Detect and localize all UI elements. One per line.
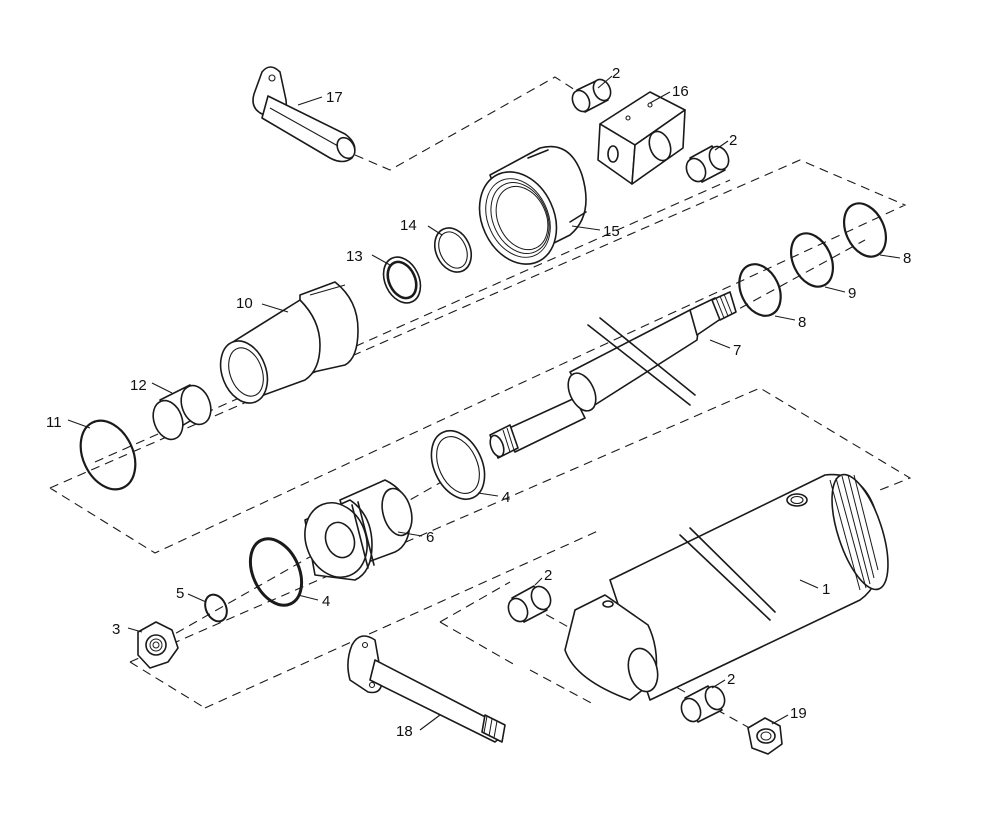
label-part-17: 17 [326, 89, 343, 106]
part-10-gland [219, 281, 359, 404]
part-4-ring-upper [430, 430, 486, 500]
axis-line-upper [94, 179, 731, 463]
part-8-ring-middle [738, 263, 782, 317]
label-part-1: 1 [822, 581, 830, 598]
label-part-13: 13 [346, 248, 363, 265]
label-part-6: 6 [426, 529, 434, 546]
part-17-pin [252, 66, 356, 163]
guide-piston-group-bottom [129, 661, 206, 709]
part-16-block [597, 91, 686, 185]
label-part-18: 18 [396, 723, 413, 740]
label-part-3: 3 [112, 621, 120, 638]
label-part-16: 16 [672, 83, 689, 100]
label-part-10: 10 [236, 295, 253, 312]
part-2-bushing-bottom-left [507, 585, 552, 623]
part-labels: 17 2 16 2 15 14 13 10 12 11 7 8 9 8 4 6 … [46, 65, 911, 740]
label-part-7: 7 [733, 342, 741, 359]
part-6-piston [304, 479, 413, 581]
label-part-8a: 8 [903, 250, 911, 267]
part-8-ring-right [843, 202, 887, 258]
label-part-2a: 2 [612, 65, 620, 82]
label-part-2c: 2 [544, 567, 552, 584]
label-part-4a: 4 [502, 489, 510, 506]
part-2-bushing-top-left [571, 78, 612, 113]
label-part-12: 12 [130, 377, 147, 394]
part-12-sleeve [152, 384, 212, 441]
label-part-19: 19 [790, 705, 807, 722]
guide-pin-17-bushing [354, 76, 576, 171]
part-3-nut [137, 621, 179, 669]
label-part-14: 14 [400, 217, 417, 234]
part-4-ring-lower [248, 537, 304, 607]
part-11-o-ring [79, 419, 137, 491]
part-1-cylinder-barrel [564, 473, 889, 701]
part-2-bushing-bottom-right [680, 685, 726, 723]
label-part-8b: 8 [798, 314, 806, 331]
guide-pin-18-right [529, 669, 596, 706]
part-14-ring [433, 227, 473, 273]
guide-pin-18 [439, 581, 511, 623]
axis-line-lower [149, 459, 481, 649]
label-part-9: 9 [848, 285, 856, 302]
label-part-5: 5 [176, 585, 184, 602]
part-19-nut [747, 717, 783, 755]
guide-rod-group [49, 159, 907, 554]
label-part-4b: 4 [322, 593, 330, 610]
label-part-11: 11 [46, 414, 62, 431]
label-part-15: 15 [603, 223, 620, 240]
part-18-pin [347, 635, 506, 743]
part-13-ring [382, 256, 422, 304]
axis-line-barrel-pin [519, 599, 781, 746]
guide-piston-group [129, 387, 912, 663]
part-15-gland-nut [478, 145, 587, 265]
part-2-bushing-top-right [685, 145, 730, 183]
label-part-2b: 2 [729, 132, 737, 149]
part-7-piston-rod [489, 291, 737, 459]
part-5-ring [204, 593, 228, 623]
part-9-ring [790, 232, 834, 288]
label-part-2d: 2 [727, 671, 735, 688]
leader-lines [67, 75, 901, 731]
guide-piston-group-bottom-2 [204, 529, 601, 709]
guide-pin-18-left [439, 621, 516, 666]
